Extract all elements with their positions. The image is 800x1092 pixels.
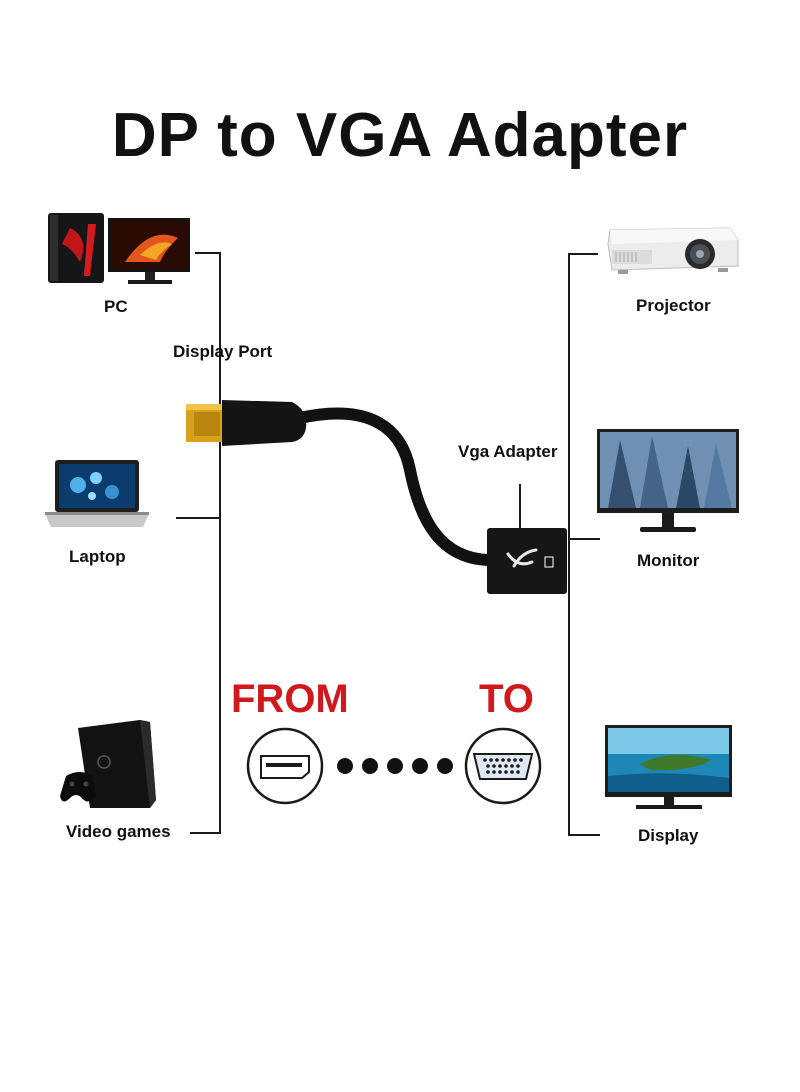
displayport-port-icon: [246, 727, 324, 805]
monitor-icon: [597, 429, 739, 532]
label-monitor: Monitor: [637, 551, 700, 570]
right-bracket-lines: [519, 253, 600, 836]
to-label: TO: [479, 677, 534, 721]
projector-icon: [607, 227, 739, 274]
pc-tower-monitor-icon: [48, 213, 190, 284]
label-laptop: Laptop: [69, 547, 126, 566]
label-video-games: Video games: [66, 822, 171, 841]
game-console-icon: [60, 720, 156, 808]
label-projector: Projector: [636, 296, 711, 315]
label-vga-adapter: Vga Adapter: [458, 442, 558, 461]
from-label: FROM: [231, 677, 349, 721]
laptop-icon: [45, 460, 149, 527]
left-bracket-lines: [176, 252, 221, 834]
vga-adapter-box-icon: [487, 528, 567, 594]
label-display-port: Display Port: [173, 342, 273, 361]
label-display: Display: [638, 826, 699, 845]
conversion-dots: [337, 758, 453, 774]
vga-port-icon: [464, 727, 542, 805]
displayport-plug-icon: [186, 400, 307, 446]
page-title: DP to VGA Adapter: [111, 101, 689, 170]
adapter-cable: [294, 407, 494, 566]
display-icon: [605, 725, 732, 809]
label-pc: PC: [104, 297, 128, 316]
